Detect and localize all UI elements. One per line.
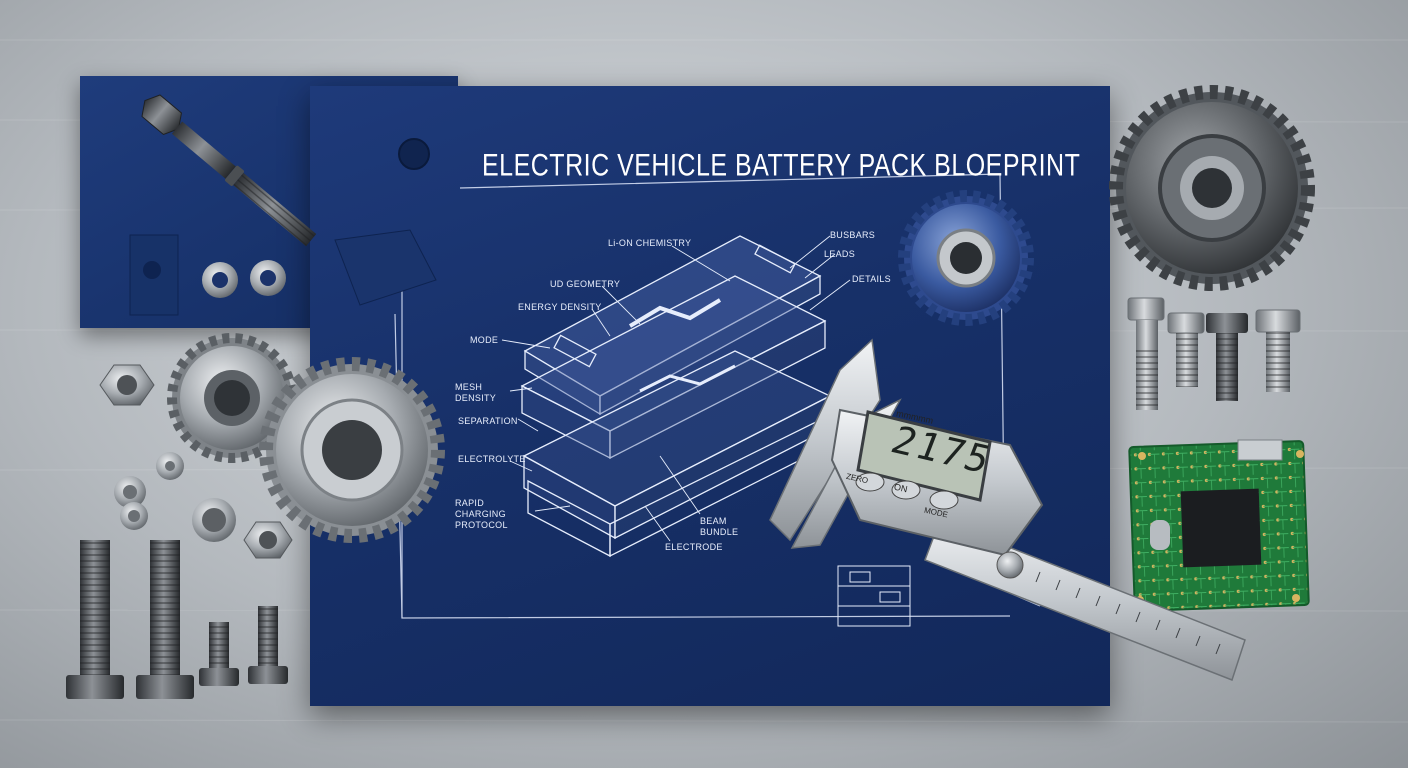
label-energy-density: ENERGY DENSITY bbox=[518, 302, 602, 312]
label-busbars: BUSBARS bbox=[830, 230, 876, 240]
label-mode: MODE bbox=[470, 335, 499, 345]
label-electrolyte: ELECTROLYTE bbox=[458, 454, 526, 464]
blueprint-sheet: ELECTRIC VEHICLE BATTERY PACK BLOEPRINT … bbox=[310, 86, 1110, 706]
blueprint-title: ELECTRIC VEHICLE BATTERY PACK BLOEPRINT bbox=[482, 148, 1081, 183]
label-mesh-density: MESH DENSITY bbox=[455, 382, 497, 403]
label-li-on-chemistry: Li-ON CHEMISTRY bbox=[608, 238, 692, 248]
inset-schematic bbox=[837, 565, 911, 627]
label-separation: SEPARATION bbox=[458, 416, 518, 426]
label-rapid-charging-protocol: RAPID CHARGING PROTOCOL bbox=[455, 498, 508, 530]
label-ud-geometry: UD GEOMETRY bbox=[550, 279, 621, 289]
label-details: DETAILS bbox=[852, 274, 891, 284]
label-electrode: ELECTRODE bbox=[665, 542, 723, 552]
label-leads: LEADS bbox=[824, 249, 856, 259]
label-beam-bundle: BEAM BUNDLE bbox=[700, 516, 739, 537]
